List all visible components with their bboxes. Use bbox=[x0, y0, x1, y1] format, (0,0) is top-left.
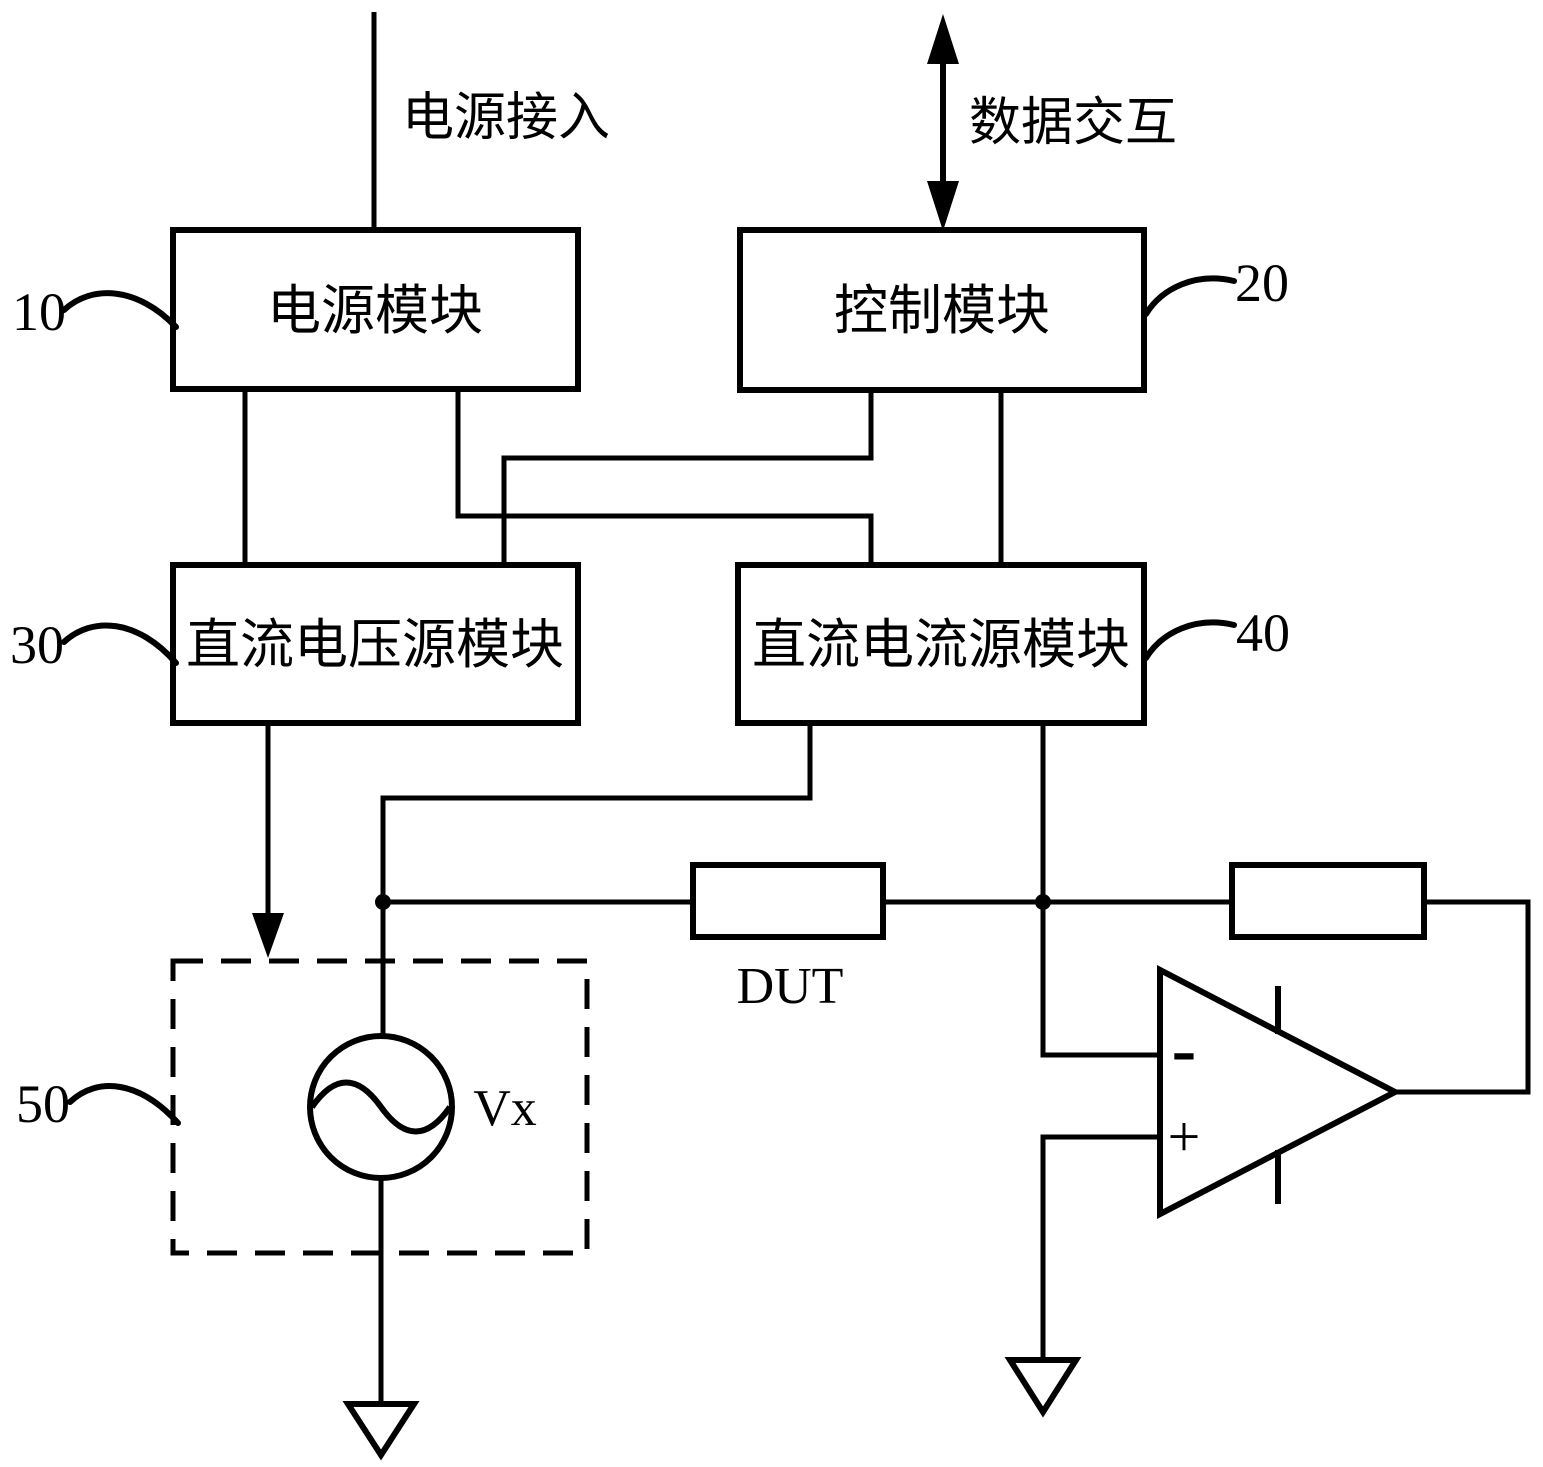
power-input-label: 电源接入 bbox=[402, 90, 610, 147]
ref-number-50: 50 bbox=[16, 1074, 70, 1134]
ref-number-40: 40 bbox=[1236, 603, 1290, 663]
wire-noninverting-input-to-ground bbox=[1040, 1134, 1160, 1360]
wire-power-to-current bbox=[455, 389, 874, 565]
leader-line-40 bbox=[1143, 619, 1237, 661]
wire-current-left-output bbox=[380, 723, 813, 902]
arrow-voltage-output-head bbox=[252, 913, 284, 958]
leader-line-30 bbox=[61, 622, 179, 666]
ground-symbol-left bbox=[342, 1401, 420, 1461]
ref-number-30: 30 bbox=[10, 615, 64, 675]
control-module-label: 控制模块 bbox=[834, 281, 1050, 341]
dc-voltage-source-module-label: 直流电压源模块 bbox=[186, 615, 564, 675]
dc-current-source-module-box bbox=[735, 562, 1147, 726]
leader-line-50 bbox=[67, 1083, 181, 1126]
ground-symbol-right bbox=[1004, 1357, 1082, 1418]
power-module-label: 电源模块 bbox=[267, 281, 483, 341]
data-exchange-label: 数据交互 bbox=[969, 95, 1177, 152]
source-vx-label: Vx bbox=[473, 1080, 537, 1137]
opamp-inverting-input-sign: - bbox=[1172, 1009, 1197, 1091]
wire-control-to-voltage bbox=[501, 390, 874, 565]
ref-number-20: 20 bbox=[1235, 253, 1289, 313]
leader-line-10 bbox=[61, 290, 179, 330]
wire-feedback-loop bbox=[1395, 899, 1531, 1095]
feedback-resistor-body bbox=[1229, 862, 1427, 940]
leader-line-20 bbox=[1143, 275, 1237, 317]
dc-voltage-source-module-box bbox=[170, 562, 581, 726]
arrow-up-head bbox=[927, 14, 959, 64]
data-exchange-arrow bbox=[927, 14, 959, 231]
control-module-box bbox=[737, 227, 1147, 393]
ref-number-10: 10 bbox=[12, 282, 66, 342]
dc-current-source-module-label: 直流电流源模块 bbox=[752, 615, 1130, 675]
sine-wave-icon bbox=[309, 1079, 453, 1135]
dut-label: DUT bbox=[737, 958, 844, 1015]
power-module-box bbox=[170, 227, 581, 392]
arrow-down-head bbox=[927, 181, 959, 231]
opamp-noninverting-input-sign: + bbox=[1168, 1104, 1201, 1169]
dut-resistor-body bbox=[690, 862, 886, 940]
wire-node-b-to-inverting-input bbox=[1040, 902, 1160, 1058]
